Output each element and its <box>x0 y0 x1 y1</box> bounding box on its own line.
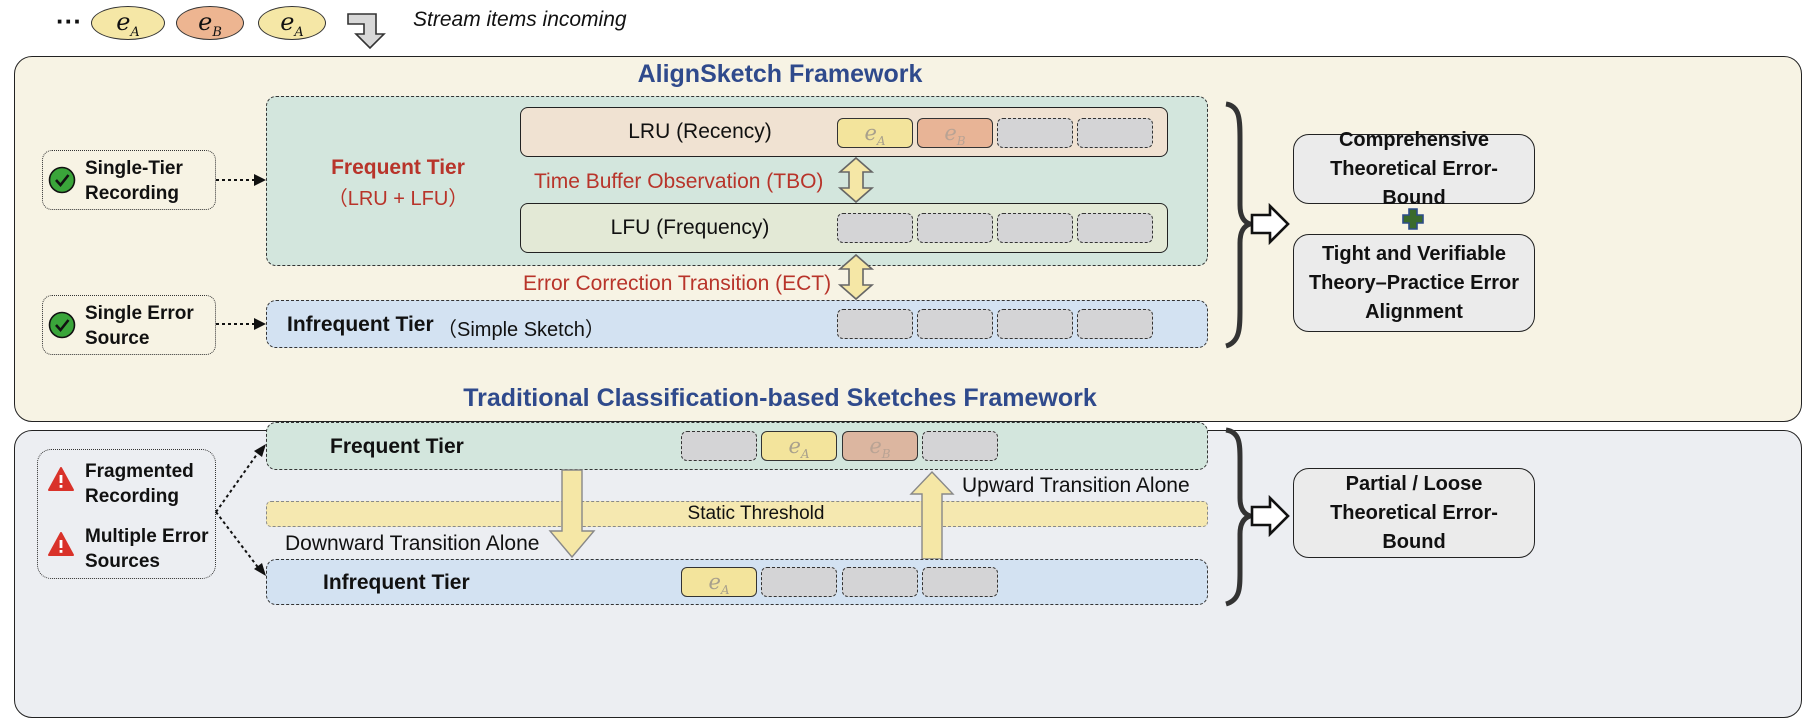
ect-label: Error Correction Transition (ECT) <box>523 272 832 295</box>
multiple-error-sources-label: Multiple Error Sources <box>85 526 209 572</box>
stream-arrow-icon <box>347 13 386 50</box>
down-arrow-icon <box>548 469 596 559</box>
comprehensive-error-bound-box: Comprehensive Theoretical Error-Bound <box>1293 129 1535 209</box>
hollow-arrow-icon <box>1250 494 1290 538</box>
plus-icon <box>1402 208 1424 230</box>
lfu-slot-empty <box>1077 213 1153 243</box>
frequent-tier-title: Frequent Tier <box>331 156 465 179</box>
check-icon <box>48 311 76 339</box>
trad-frequent-slot-empty <box>681 431 757 461</box>
stream-item-eb: eB <box>176 6 244 40</box>
trad-infrequent-tier-title: Infrequent Tier <box>323 571 470 594</box>
fragmented-recording-label: Fragmented Recording <box>85 461 194 507</box>
trad-side-box <box>37 449 216 579</box>
lru-slot-eb: eB <box>917 118 993 148</box>
single-tier-recording-label: Single-Tier Recording <box>85 158 183 204</box>
lru-slot-empty <box>1077 118 1153 148</box>
lru-slot-ea: eA <box>837 118 913 148</box>
trad-infrequent-slot-ea: eA <box>681 567 757 597</box>
lru-label: LRU (Recency) <box>628 120 772 143</box>
trad-frequent-tier-title: Frequent Tier <box>330 435 464 458</box>
static-threshold-label: Static Threshold <box>687 503 825 524</box>
right-brace-icon <box>1225 427 1258 607</box>
infrequent-slot-empty <box>917 309 993 339</box>
alignsketch-title: AlignSketch Framework <box>637 60 923 88</box>
dotted-split-arrows <box>215 444 266 576</box>
partial-error-bound-box: Partial / Loose Theoretical Error-Bound <box>1293 468 1535 558</box>
lfu-label: LFU (Frequency) <box>610 216 770 239</box>
warning-icon <box>48 467 74 491</box>
infrequent-tier-subtitle: （Simple Sketch） <box>437 319 605 341</box>
traditional-title: Traditional Classification-based Sketche… <box>463 384 1097 412</box>
lfu-slot-empty <box>917 213 993 243</box>
lfu-slot-empty <box>837 213 913 243</box>
trad-frequent-slot-empty <box>922 431 998 461</box>
static-threshold-bar <box>266 501 1208 527</box>
frequent-tier-subtitle: （LRU + LFU） <box>327 188 469 210</box>
trad-infrequent-slot-empty <box>761 567 837 597</box>
infrequent-slot-empty <box>837 309 913 339</box>
stream-ellipsis: ··· <box>56 6 82 36</box>
infrequent-tier-title: Infrequent Tier <box>287 313 434 336</box>
downward-transition-label: Downward Transition Alone <box>285 532 540 555</box>
trad-infrequent-slot-empty <box>922 567 998 597</box>
stream-item-ea: eA <box>258 6 326 40</box>
double-arrow-icon <box>837 253 875 301</box>
trad-infrequent-slot-empty <box>842 567 918 597</box>
single-error-source-label: Single Error Source <box>85 303 194 349</box>
up-arrow-icon <box>909 470 955 560</box>
warning-icon <box>48 532 74 556</box>
infrequent-slot-empty <box>997 309 1073 339</box>
hollow-arrow-icon <box>1250 202 1290 246</box>
check-icon <box>48 166 76 194</box>
upward-transition-label: Upward Transition Alone <box>962 474 1190 497</box>
tbo-label: Time Buffer Observation (TBO) <box>534 170 824 193</box>
trad-frequent-slot-eb: eB <box>842 431 918 461</box>
lfu-slot-empty <box>997 213 1073 243</box>
double-arrow-icon <box>837 156 875 204</box>
stream-item-ea: eA <box>91 6 165 40</box>
tight-alignment-box: Tight and Verifiable Theory–Practice Err… <box>1293 234 1535 332</box>
dotted-arrow <box>216 174 266 186</box>
infrequent-slot-empty <box>1077 309 1153 339</box>
dotted-arrow <box>216 318 266 330</box>
stream-label: Stream items incoming <box>413 8 627 31</box>
lru-slot-empty <box>997 118 1073 148</box>
right-brace-icon <box>1225 101 1258 349</box>
trad-frequent-slot-ea: eA <box>761 431 837 461</box>
